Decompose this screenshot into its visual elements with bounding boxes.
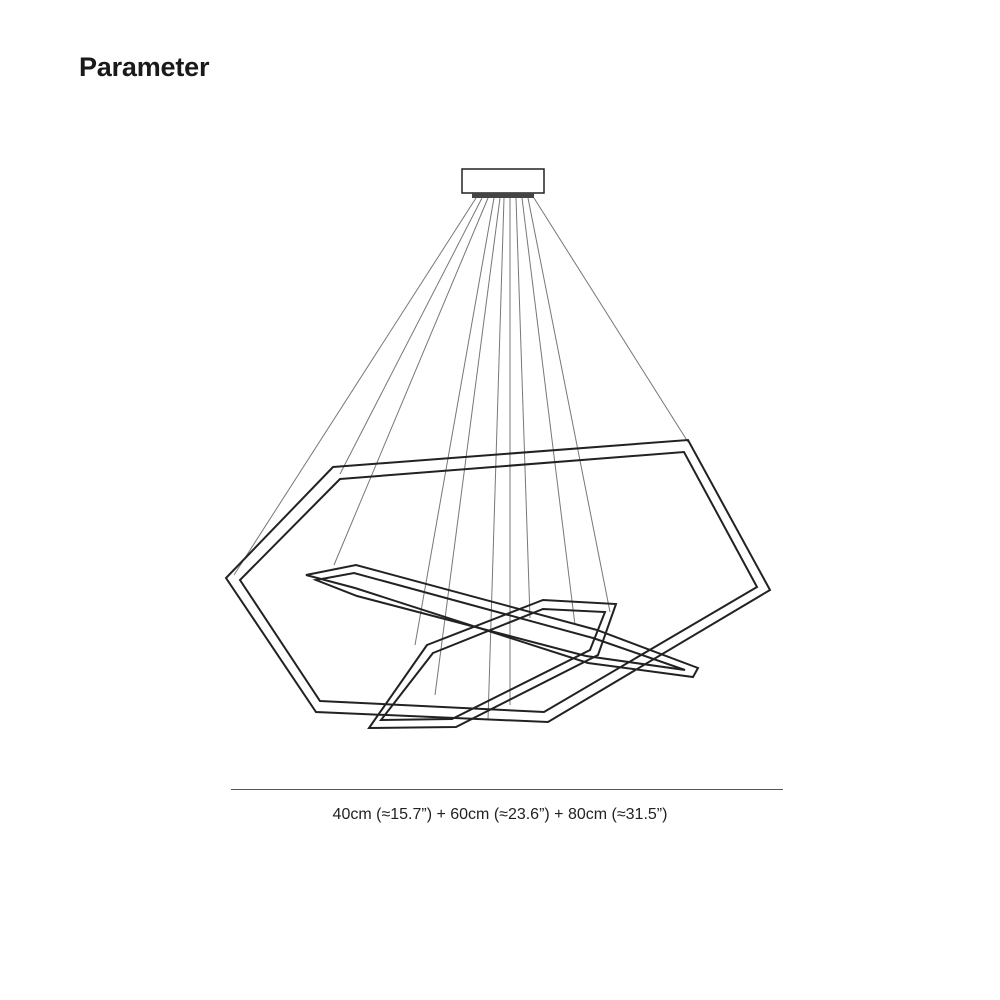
ceiling-canopy <box>461 168 545 198</box>
page-title: Parameter <box>79 52 210 82</box>
large-ring <box>224 438 772 724</box>
middle-ring <box>305 563 700 679</box>
small-ring <box>367 598 618 730</box>
suspension-cables <box>233 197 689 721</box>
size-dimensions-text: 40cm (≈15.7”) + 60cm (≈23.6”) + 80cm (≈3… <box>332 806 668 823</box>
dimension-divider <box>231 789 783 790</box>
